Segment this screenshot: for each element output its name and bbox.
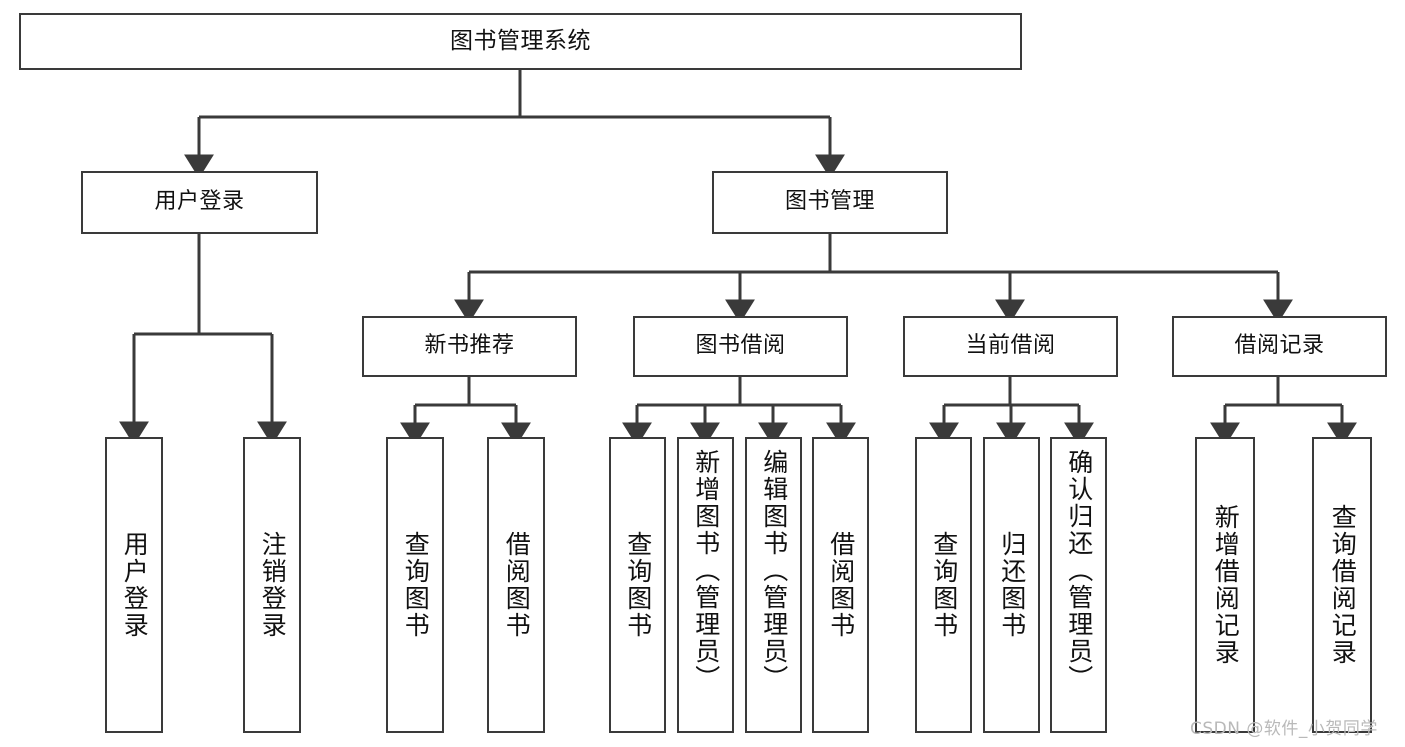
node-book-borrow[interactable]: 图书借阅 (633, 316, 848, 377)
leaf-add-record[interactable]: 新增借阅记录 (1195, 437, 1255, 733)
node-borrow-record-label: 借阅记录 (1234, 333, 1325, 359)
leaf-add-record-label: 新增借阅记录 (1211, 504, 1241, 666)
leaf-query-record-label: 查询借阅记录 (1328, 504, 1358, 666)
leaf-borrow-book-1-label: 借阅图书 (502, 531, 532, 639)
leaf-query-book-1[interactable]: 查询图书 (386, 437, 444, 733)
leaf-query-book-2-label: 查询图书 (623, 531, 653, 639)
leaf-borrow-book-2[interactable]: 借阅图书 (812, 437, 869, 733)
leaf-add-book[interactable]: 新增图书（管理员） (677, 437, 734, 733)
node-new-book-recommend-label: 新书推荐 (424, 333, 515, 359)
leaf-confirm-return-label: 确认归还（管理员） (1064, 449, 1094, 692)
node-root[interactable]: 图书管理系统 (19, 13, 1022, 70)
leaf-add-book-label: 新增图书（管理员） (691, 449, 721, 692)
leaf-borrow-book-2-label: 借阅图书 (826, 531, 856, 639)
leaf-query-record[interactable]: 查询借阅记录 (1312, 437, 1372, 733)
leaf-query-book-3[interactable]: 查询图书 (915, 437, 972, 733)
node-book-manage[interactable]: 图书管理 (712, 171, 948, 234)
leaf-query-book-3-label: 查询图书 (929, 531, 959, 639)
node-current-borrow-label: 当前借阅 (965, 333, 1056, 359)
leaf-return-book-label: 归还图书 (997, 531, 1027, 639)
node-borrow-record[interactable]: 借阅记录 (1172, 316, 1387, 377)
leaf-edit-book[interactable]: 编辑图书（管理员） (745, 437, 802, 733)
leaf-edit-book-label: 编辑图书（管理员） (759, 449, 789, 692)
node-new-book-recommend[interactable]: 新书推荐 (362, 316, 577, 377)
leaf-return-book[interactable]: 归还图书 (983, 437, 1040, 733)
node-book-borrow-label: 图书借阅 (695, 333, 786, 359)
node-root-label: 图书管理系统 (450, 27, 591, 54)
leaf-query-book-1-label: 查询图书 (401, 531, 431, 639)
leaf-user-logout[interactable]: 注销登录 (243, 437, 301, 733)
leaf-query-book-2[interactable]: 查询图书 (609, 437, 666, 733)
node-book-manage-label: 图书管理 (784, 189, 875, 215)
leaf-user-login[interactable]: 用户登录 (105, 437, 163, 733)
leaf-user-logout-label: 注销登录 (258, 531, 288, 639)
node-user-login-label: 用户登录 (154, 189, 245, 215)
node-user-login[interactable]: 用户登录 (81, 171, 318, 234)
leaf-user-login-label: 用户登录 (120, 531, 150, 639)
watermark: CSDN @软件_小贺同学 (1190, 719, 1378, 739)
node-current-borrow[interactable]: 当前借阅 (903, 316, 1118, 377)
leaf-confirm-return[interactable]: 确认归还（管理员） (1050, 437, 1107, 733)
leaf-borrow-book-1[interactable]: 借阅图书 (487, 437, 545, 733)
